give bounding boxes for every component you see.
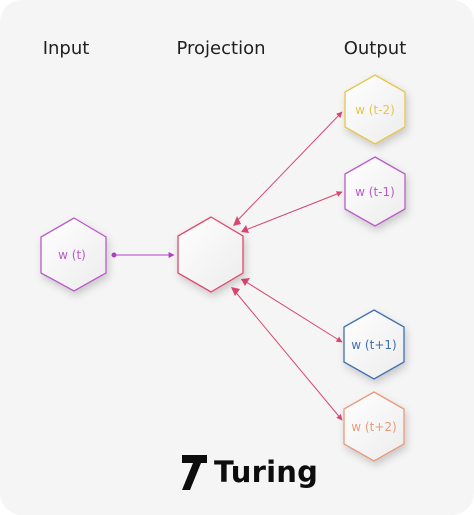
- input-node: [40, 217, 107, 292]
- turing-logo-icon: [182, 455, 207, 490]
- output-node-t-plus-1-hexagon: [343, 309, 405, 380]
- edge-to-output-t-minus-2: [234, 111, 343, 224]
- turing-logo: Turing: [180, 452, 318, 492]
- output-node-t-plus-1: [343, 309, 405, 380]
- projection-column-label: Projection: [176, 38, 266, 59]
- input-column-label: Input: [42, 38, 90, 59]
- projection-node-hexagon: [177, 216, 244, 293]
- output-node-t-minus-2-hexagon: [344, 74, 406, 145]
- output-node-t-minus-1-hexagon: [344, 156, 406, 227]
- output-node-t-minus-1: [344, 156, 406, 227]
- output-node-t-plus-2-label: w (t+2): [351, 420, 396, 434]
- edge-t-minus-2-arrowhead-projection: [233, 216, 241, 226]
- edge-to-output-t-plus-1: [242, 279, 343, 343]
- output-node-t-minus-2-label: w (t-2): [355, 103, 395, 117]
- output-node-t-minus-2: [344, 74, 406, 145]
- output-node-t-minus-1-label: w (t-1): [355, 185, 395, 199]
- edge-input-start-dot: [111, 252, 117, 258]
- output-node-t-plus-1-label: w (t+1): [351, 338, 396, 352]
- input-node-label: w (t): [58, 248, 86, 262]
- input-node-hexagon: [40, 217, 107, 292]
- output-node-t-plus-2: [343, 391, 405, 462]
- edge-to-output-t-minus-1: [242, 191, 343, 232]
- edge-t-minus-1-arrowhead-projection: [241, 225, 249, 233]
- edge-t-plus-1-arrowhead-projection: [241, 278, 250, 286]
- projection-node: [177, 216, 244, 293]
- turing-logo-text: Turing: [214, 455, 319, 489]
- output-column-label: Output: [343, 38, 407, 59]
- edge-t-plus-2-arrowhead-projection: [231, 287, 240, 296]
- output-node-t-plus-2-hexagon: [343, 391, 405, 462]
- edge-to-output-t-plus-2: [232, 288, 343, 421]
